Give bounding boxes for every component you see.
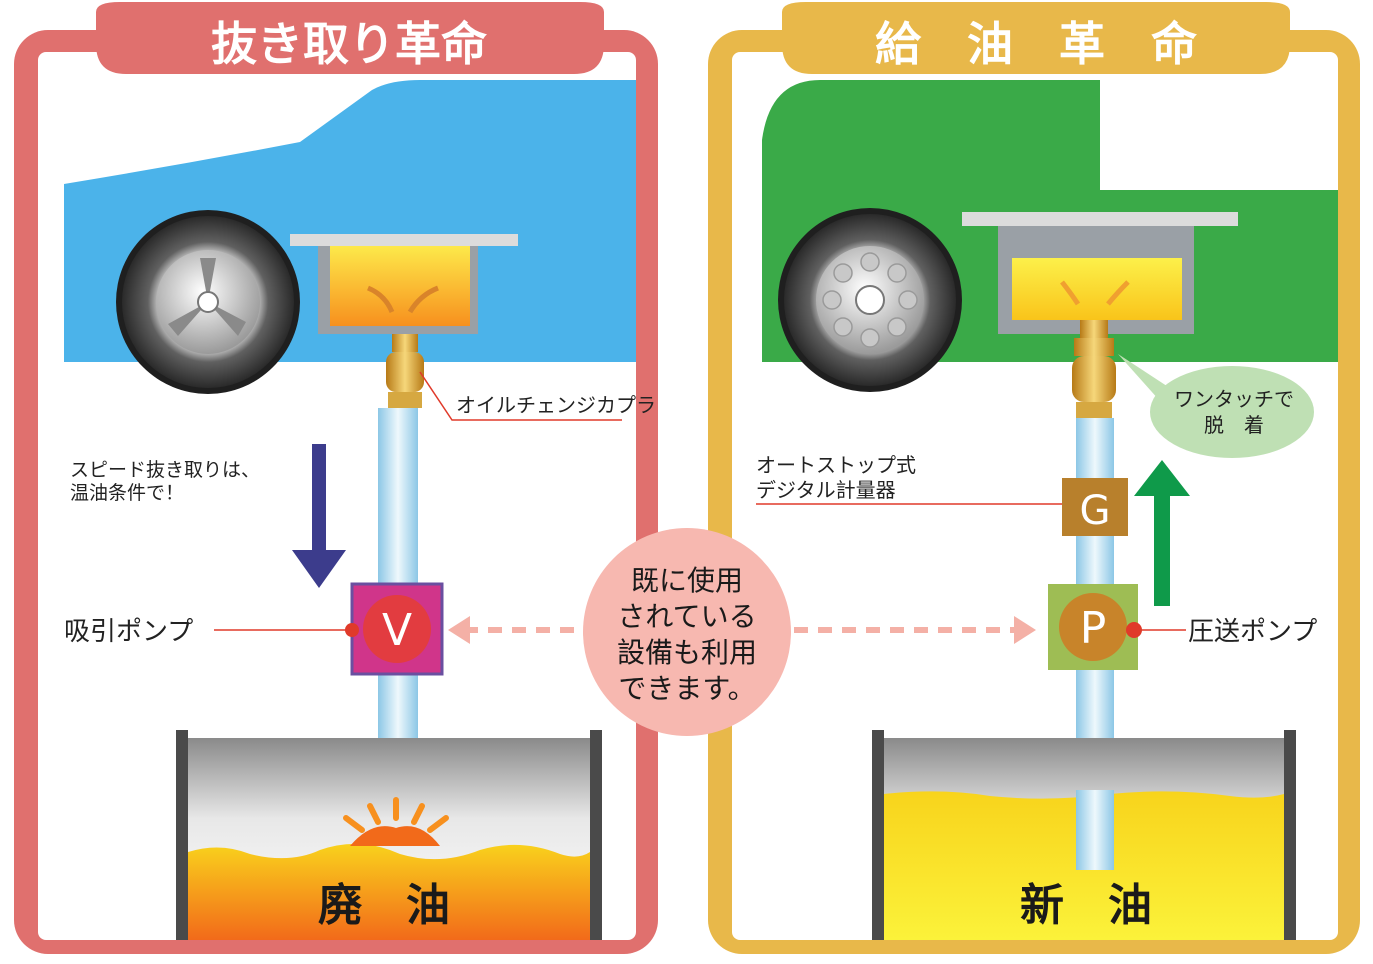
left-wheel xyxy=(116,210,300,394)
center-line4: できます。 xyxy=(618,672,755,705)
new-oil-tank: 新 油 xyxy=(872,730,1296,940)
center-line1: 既に使用 xyxy=(631,564,743,597)
pump-p-letter: P xyxy=(1080,603,1107,654)
pump-v-letter: V xyxy=(382,605,412,656)
right-title: 給 油 革 命 xyxy=(875,17,1197,71)
left-title-tab xyxy=(96,2,604,74)
right-coupler xyxy=(1072,320,1116,418)
coupler-label: オイルチェンジカプラ xyxy=(456,393,656,417)
suction-pump-label: 吸引ポンプ xyxy=(64,617,193,647)
right-panel: ワンタッチで 脱 着 オートストップ式 デジタル計量器 G P 圧送ポンプ xyxy=(708,2,1360,954)
center-line2: されている xyxy=(617,600,756,633)
down-arrow xyxy=(292,444,346,588)
right-wheel xyxy=(778,208,962,392)
meter-label-line2: デジタル計量器 xyxy=(756,478,896,502)
pressure-pump-p: P xyxy=(1048,584,1138,670)
left-panel: オイルチェンジカプラ スピード抜き取りは、 温油条件で！ V 吸引ポンプ 廃 油 xyxy=(14,2,658,954)
right-title-tab xyxy=(782,2,1290,74)
speed-note-line1: スピード抜き取りは、 xyxy=(70,459,260,481)
center-line3: 設備も利用 xyxy=(617,636,757,669)
bubble-line1: ワンタッチで xyxy=(1174,387,1294,411)
pressure-pump-label: 圧送ポンプ xyxy=(1188,617,1317,647)
speed-note-line2: 温油条件で！ xyxy=(70,482,184,504)
up-arrow xyxy=(1134,460,1190,606)
center-circle xyxy=(583,528,791,736)
left-oil-pan xyxy=(290,234,518,334)
left-coupler xyxy=(386,334,424,408)
meter-label-line1: オートストップ式 xyxy=(756,453,916,477)
meter-g-letter: G xyxy=(1080,488,1111,534)
suction-pump-v: V xyxy=(350,582,444,676)
left-title: 抜き取り革命 xyxy=(211,17,487,71)
one-touch-bubble: ワンタッチで 脱 着 xyxy=(1118,354,1314,458)
waste-oil-label: 廃 油 xyxy=(318,880,450,931)
digital-meter-g: G xyxy=(1062,478,1128,536)
right-oil-pan xyxy=(962,212,1238,334)
bubble-line2: 脱 着 xyxy=(1204,413,1264,437)
waste-oil-tank: 廃 油 xyxy=(176,730,602,940)
coupler-leader-line xyxy=(419,371,622,421)
new-oil-label: 新 油 xyxy=(1020,880,1152,931)
center-note: 既に使用 されている 設備も利用 できます。 xyxy=(448,528,1036,736)
